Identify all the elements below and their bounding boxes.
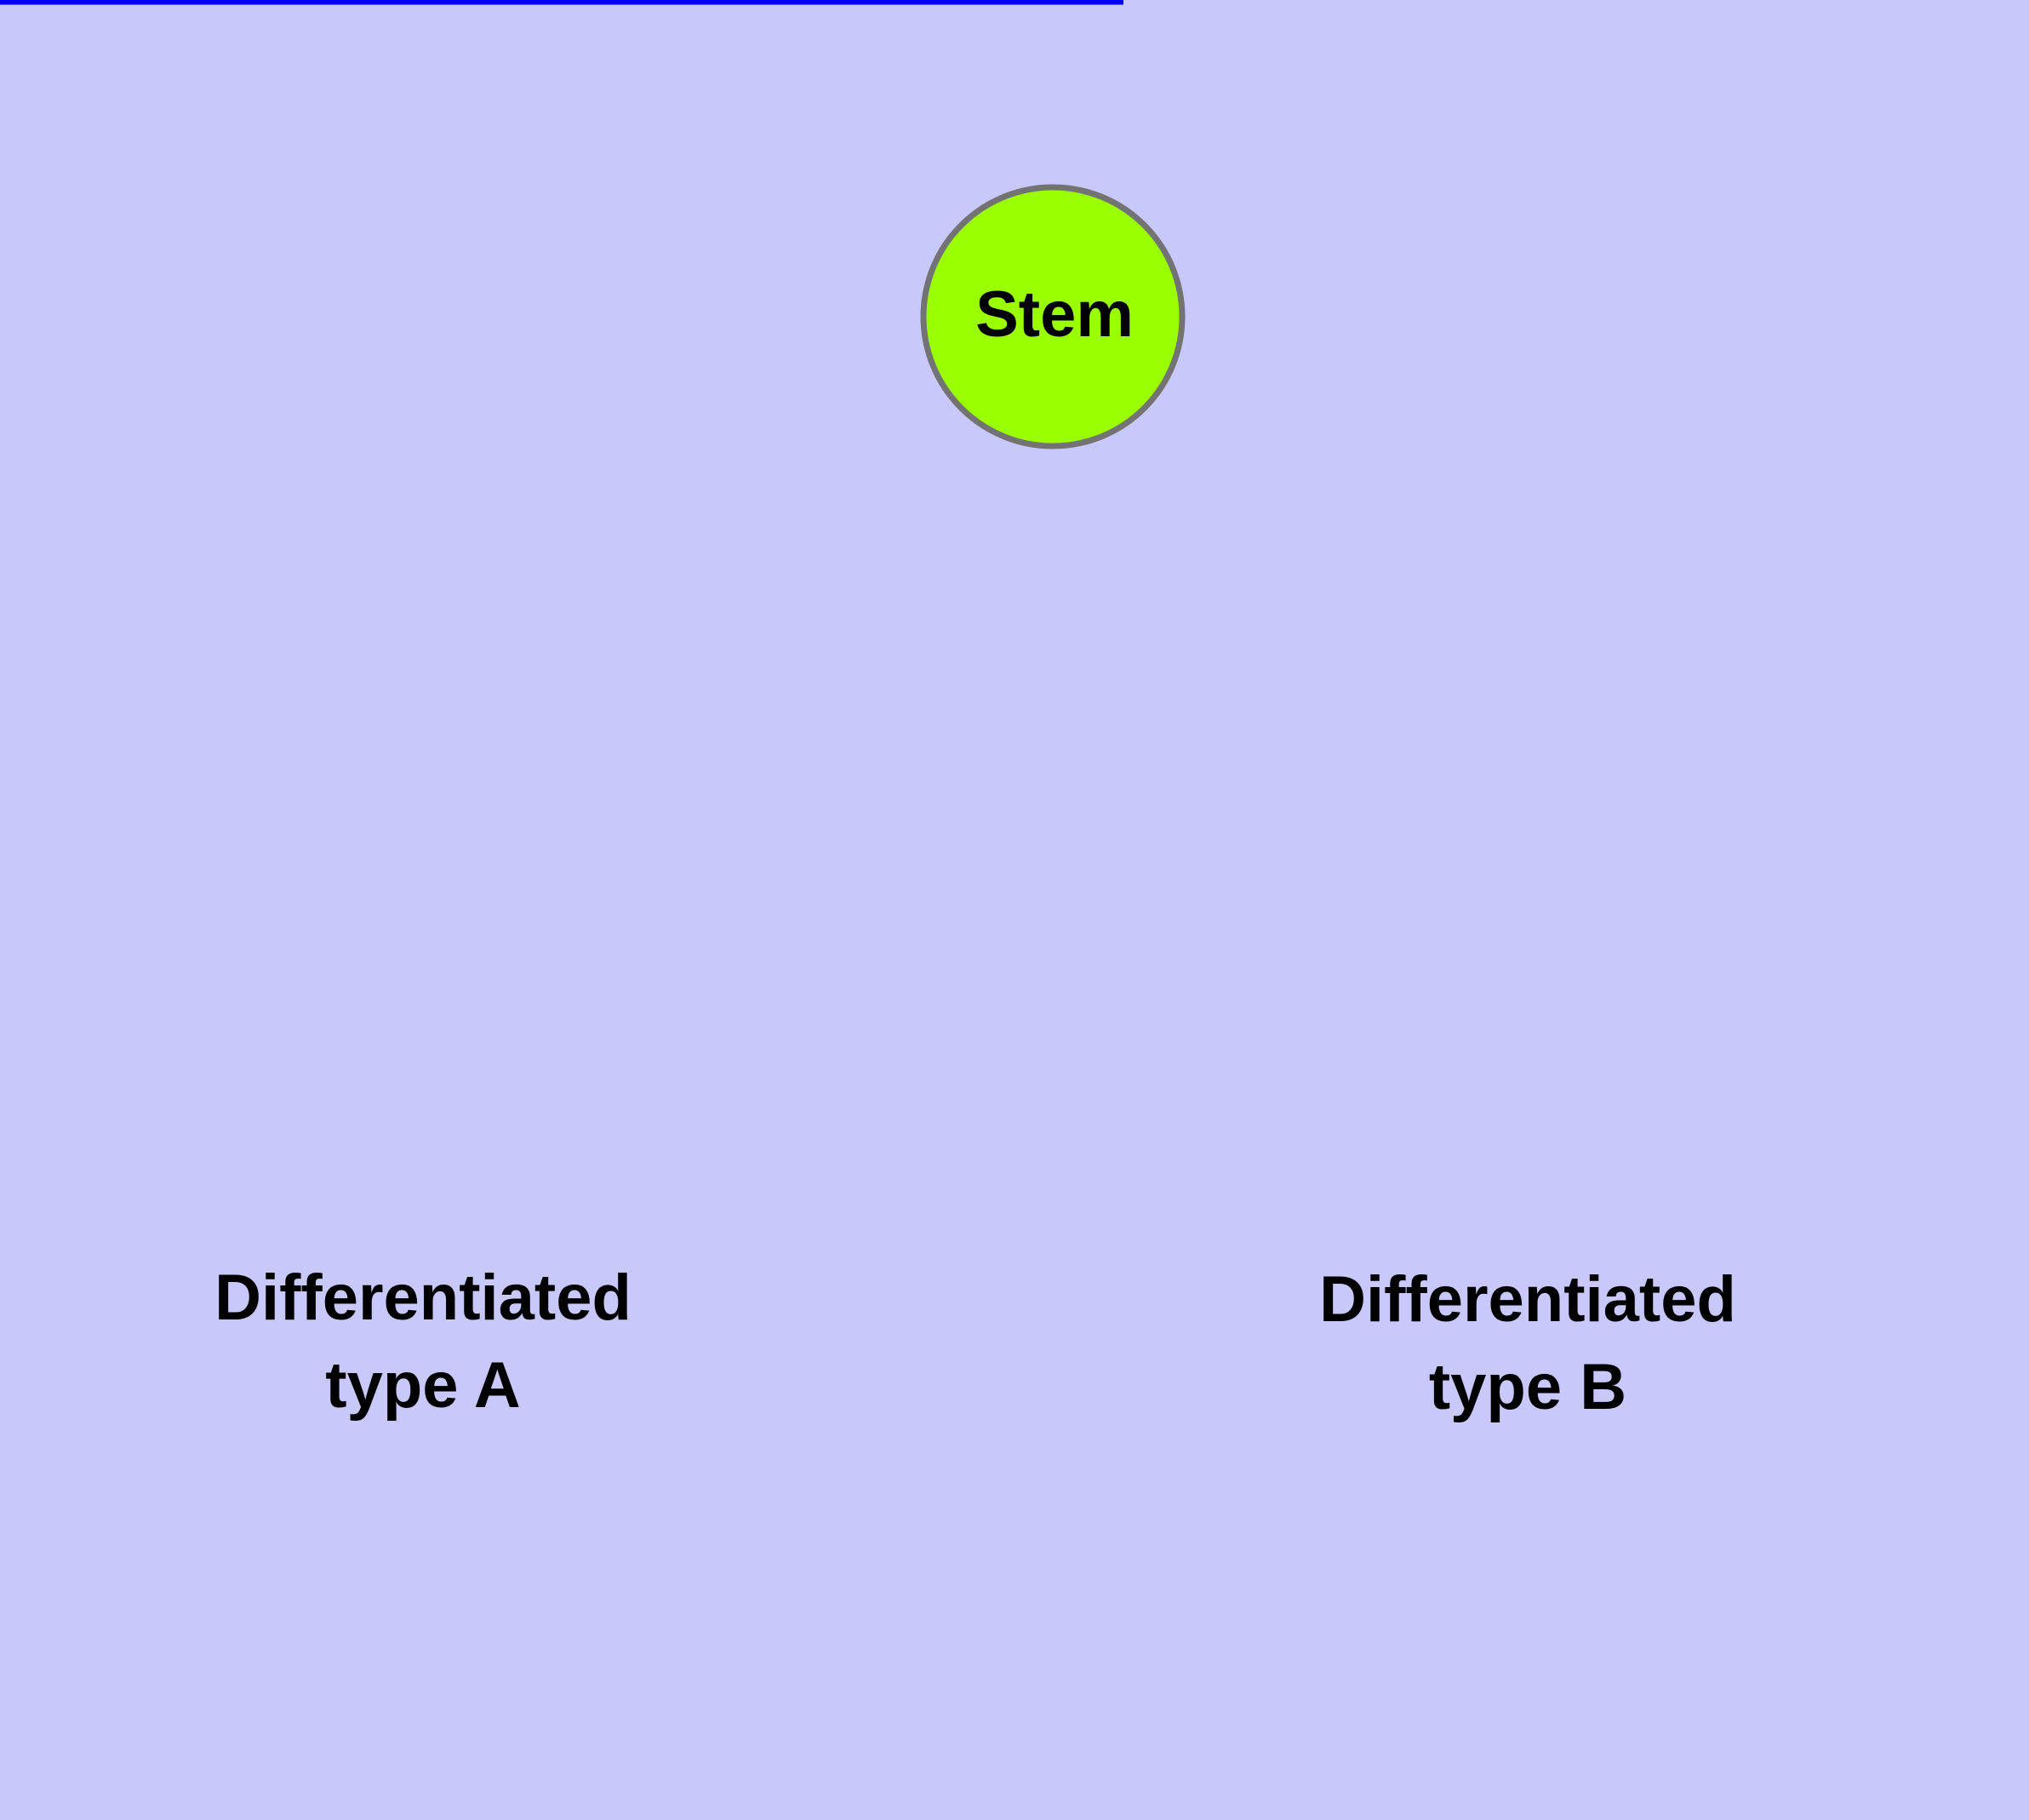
node-stem-circle[interactable]: [920, 184, 1186, 449]
node-differentiated-type-b-label: Differentiated type B: [1319, 1263, 1736, 1423]
node-layer: [920, 184, 1186, 449]
node-differentiated-type-a-label: Differentiated type A: [214, 1262, 632, 1422]
label-layer: Stem Differentiated type A Differentiate…: [214, 278, 1736, 1423]
node-differentiated-type-b-label-line1: Differentiated: [1319, 1263, 1736, 1336]
node-stem[interactable]: [920, 184, 1186, 449]
node-differentiated-type-a-label-line2: type A: [325, 1349, 520, 1422]
node-stem-label: Stem: [975, 278, 1134, 351]
node-differentiated-type-a-label-line1: Differentiated: [214, 1262, 632, 1334]
node-differentiated-type-b-label-line2: type B: [1429, 1351, 1626, 1423]
